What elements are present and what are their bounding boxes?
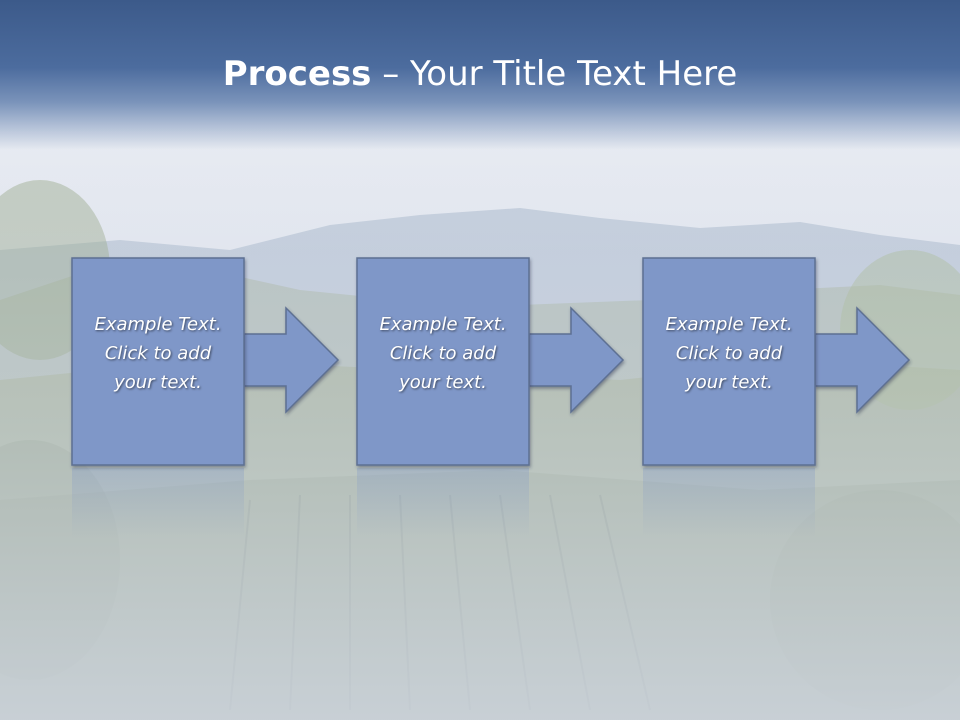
step-2-reflection (357, 468, 529, 538)
step-1-line-2: Click to add (104, 343, 212, 364)
title-rest-text: – Your Title Text Here (371, 54, 738, 94)
connector-arrow-3[interactable] (814, 306, 911, 414)
step-3-box[interactable] (642, 257, 816, 466)
step-1-reflection (72, 468, 244, 538)
step-reflections (72, 468, 815, 538)
title-bold-text: Process (222, 54, 372, 94)
step-3-line-1: Example Text. (665, 314, 793, 335)
connector-arrow-2[interactable] (528, 306, 625, 414)
step-2-box[interactable] (356, 257, 530, 466)
step-3-reflection (643, 468, 815, 538)
step-3-line-3: your text. (685, 372, 773, 393)
step-2-line-3: your text. (399, 372, 487, 393)
step-2-text[interactable]: Example Text. Click to add your text. (357, 310, 529, 397)
slide-title[interactable]: Process – Your Title Text Here (0, 54, 960, 94)
step-1-box[interactable] (71, 257, 245, 466)
step-2-line-2: Click to add (389, 343, 497, 364)
step-1-line-3: your text. (114, 372, 202, 393)
step-2-line-1: Example Text. (379, 314, 507, 335)
step-3-line-2: Click to add (675, 343, 783, 364)
step-1-text[interactable]: Example Text. Click to add your text. (72, 310, 244, 397)
step-3-text[interactable]: Example Text. Click to add your text. (643, 310, 815, 397)
title-bar (0, 0, 960, 150)
connector-arrow-1[interactable] (243, 306, 340, 414)
step-1-line-1: Example Text. (94, 314, 222, 335)
